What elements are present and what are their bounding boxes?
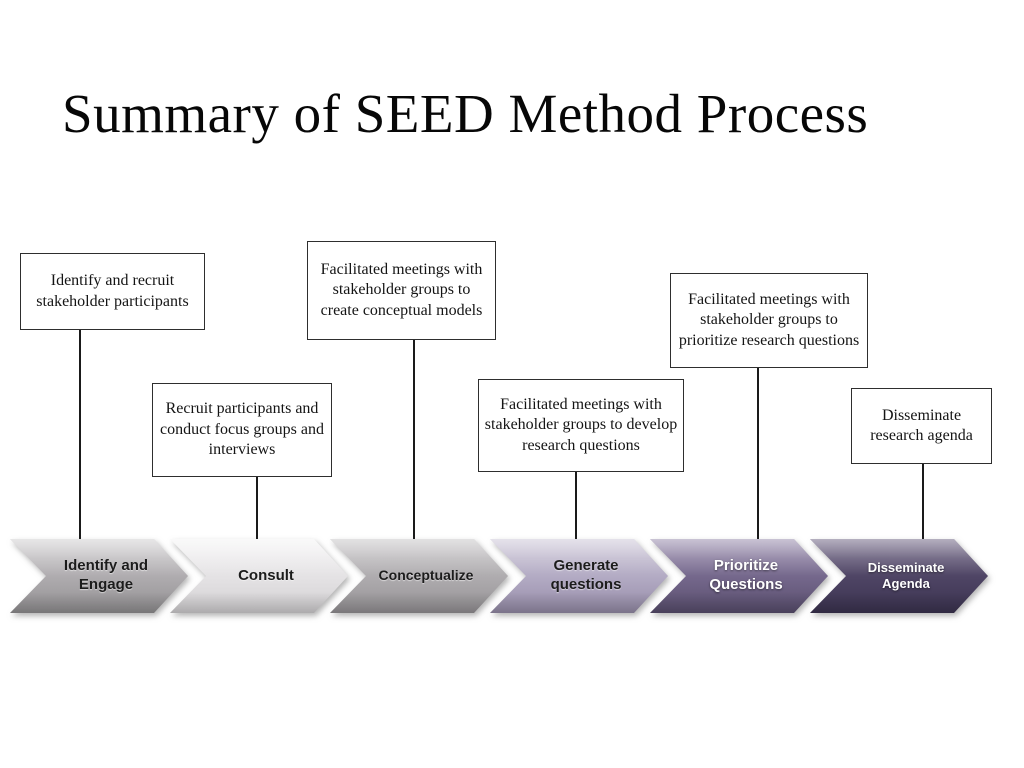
chevron-arrow-shape: Conceptualize — [330, 539, 508, 613]
step-label: Conceptualize — [378, 567, 474, 584]
chevron-arrow-shape: Disseminate Agenda — [810, 539, 988, 613]
callout-box-develop-questions: Facilitated meetings with stakeholder gr… — [478, 379, 684, 472]
callout-text: Recruit participants and conduct focus g… — [160, 400, 324, 459]
step-label: Consult — [238, 566, 294, 584]
chevron-step-disseminate-agenda: Disseminate Agenda — [810, 539, 988, 613]
connector-line-3 — [413, 340, 415, 539]
connector-line-5 — [757, 368, 759, 539]
callout-box-conceptual-models: Facilitated meetings with stakeholder gr… — [307, 241, 496, 340]
callout-text: Disseminate research agenda — [870, 406, 973, 444]
chevron-step-identify-and-engage: Identify and Engage — [10, 539, 188, 613]
step-label: Prioritize Questions — [709, 557, 783, 593]
connector-line-1 — [79, 330, 81, 539]
callout-text: Facilitated meetings with stakeholder gr… — [678, 290, 860, 349]
slide-title: Summary of SEED Method Process — [62, 83, 869, 144]
chevron-step-conceptualize: Conceptualize — [330, 539, 508, 613]
callout-text: Identify and recruit stakeholder partici… — [36, 272, 189, 310]
step-label: Generate questions — [550, 557, 622, 593]
callout-text: Facilitated meetings with stakeholder gr… — [320, 260, 483, 319]
step-label: Disseminate Agenda — [867, 559, 945, 591]
chevron-arrow-shape: Generate questions — [490, 539, 668, 613]
callout-text: Facilitated meetings with stakeholder gr… — [484, 395, 678, 454]
connector-line-4 — [575, 472, 577, 539]
connector-line-6 — [922, 464, 924, 539]
chevron-step-prioritize-questions: Prioritize Questions — [650, 539, 828, 613]
connector-line-2 — [256, 477, 258, 539]
callout-box-disseminate-agenda: Disseminate research agenda — [851, 388, 992, 464]
chevron-arrow-shape: Prioritize Questions — [650, 539, 828, 613]
callout-box-identify-recruit: Identify and recruit stakeholder partici… — [20, 253, 205, 330]
callout-box-prioritize-questions: Facilitated meetings with stakeholder gr… — [670, 273, 868, 368]
chevron-arrow-shape: Consult — [170, 539, 348, 613]
chevron-step-consult: Consult — [170, 539, 348, 613]
chevron-arrow-shape: Identify and Engage — [10, 539, 188, 613]
callout-box-recruit-focus-groups: Recruit participants and conduct focus g… — [152, 383, 332, 477]
step-label: Identify and Engage — [63, 557, 149, 593]
chevron-step-generate-questions: Generate questions — [490, 539, 668, 613]
